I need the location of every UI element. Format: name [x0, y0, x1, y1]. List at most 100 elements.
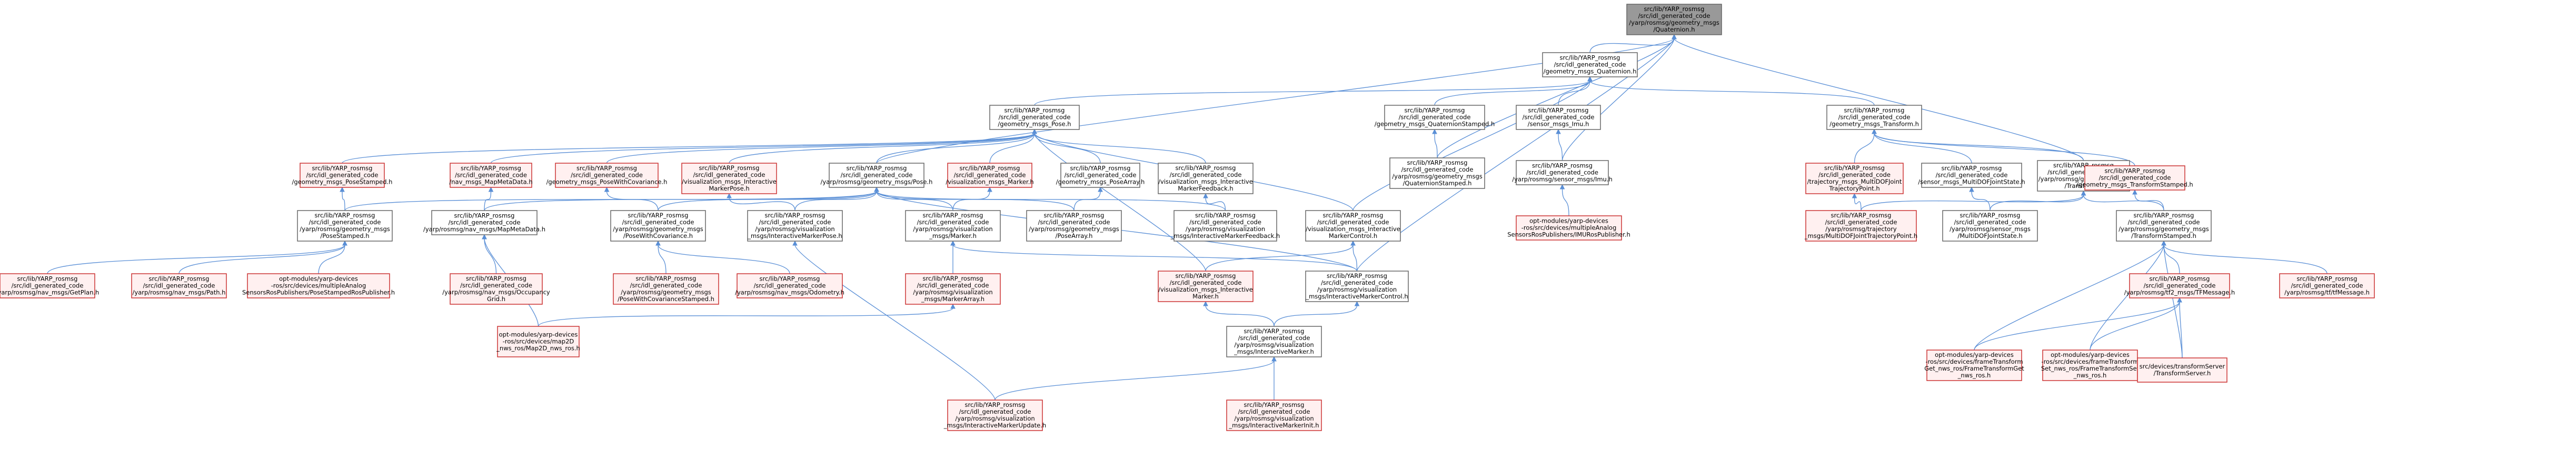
- graph-node-mdof2[interactable]: src/lib/YARP_rosmsg/src/idl_generated_co…: [1942, 210, 2038, 242]
- graph-node-odom[interactable]: src/lib/YARP_rosmsg/src/idl_generated_co…: [735, 273, 844, 298]
- node-box: [555, 163, 659, 188]
- graph-node-quatst2[interactable]: src/lib/YARP_rosmsg/src/idl_generated_co…: [1389, 157, 1485, 189]
- graph-node-posest[interactable]: src/lib/YARP_rosmsg/src/idl_generated_co…: [292, 163, 393, 188]
- node-label-line: /yarp/rosmsg/visualization: [755, 225, 834, 233]
- node-label-line: /geometry_msgs_TransformStamped.h: [2076, 181, 2193, 188]
- graph-node-fsnws[interactable]: opt-modules/yarp-devices-ros/src/devices…: [2041, 350, 2140, 381]
- node-label-line: /src/idl_generated_code: [12, 282, 84, 290]
- edge-posecov2-to-posecovst: [655, 240, 667, 274]
- graph-node-posearr[interactable]: src/lib/YARP_rosmsg/src/idl_generated_co…: [1056, 163, 1145, 188]
- node-label-line: /src/idl_generated_code: [143, 282, 215, 290]
- node-box: [300, 163, 385, 188]
- graph-node-imk2[interactable]: src/lib/YARP_rosmsg/src/idl_generated_co…: [1226, 326, 1322, 357]
- node-box: [2116, 210, 2212, 242]
- graph-node-tfst[interactable]: src/lib/YARP_rosmsg/src/idl_generated_co…: [2076, 165, 2193, 191]
- graph-node-trajpt[interactable]: src/lib/YARP_rosmsg/src/idl_generated_co…: [1805, 163, 1904, 194]
- node-label-line: /src/idl_generated_code: [1170, 171, 1242, 178]
- node-box: [947, 163, 1032, 188]
- node-box: [247, 273, 390, 298]
- node-label-line: /geometry_msgs_PoseStamped.h: [292, 178, 393, 186]
- node-label-line: src/lib/YARP_rosmsg: [2297, 275, 2358, 283]
- graph-node-imfb2[interactable]: src/lib/YARP_rosmsg/src/idl_generated_co…: [1170, 210, 1280, 242]
- node-label-line: /src/idl_generated_code: [959, 408, 1031, 415]
- node-box: [2279, 273, 2375, 298]
- graph-node-marker[interactable]: src/lib/YARP_rosmsg/src/idl_generated_co…: [946, 163, 1034, 188]
- graph-node-imupub[interactable]: opt-modules/yarp-devices-ros/src/devices…: [1507, 215, 1630, 241]
- graph-node-imu[interactable]: src/lib/YARP_rosmsg/src/idl_generated_co…: [1516, 105, 1601, 130]
- graph-node-imupd[interactable]: src/lib/YARP_rosmsg/src/idl_generated_co…: [943, 400, 1046, 431]
- graph-node-fgnws[interactable]: opt-modules/yarp-devices-ros/src/devices…: [1924, 350, 2024, 381]
- graph-node-quat[interactable]: src/lib/YARP_rosmsg/src/idl_generated_co…: [1542, 52, 1638, 77]
- graph-node-posecovst[interactable]: src/lib/YARP_rosmsg/src/idl_generated_co…: [613, 273, 719, 305]
- graph-node-iminit[interactable]: src/lib/YARP_rosmsg/src/idl_generated_co…: [1226, 400, 1322, 431]
- graph-node-tfserver[interactable]: src/devices/transformServer/TransformSer…: [2137, 357, 2227, 383]
- graph-node-posest2[interactable]: src/lib/YARP_rosmsg/src/idl_generated_co…: [297, 210, 393, 242]
- node-box: [737, 273, 843, 298]
- graph-node-imfb[interactable]: src/lib/YARP_rosmsg/src/idl_generated_co…: [1158, 163, 1254, 194]
- graph-node-tfst2[interactable]: src/lib/YARP_rosmsg/src/idl_generated_co…: [2116, 210, 2212, 242]
- node-label-line: opt-modules/yarp-devices: [1935, 351, 2014, 358]
- graph-node-tfmsg1[interactable]: src/lib/YARP_rosmsg/src/idl_generated_co…: [2279, 273, 2375, 298]
- node-label-line: src/lib/YARP_rosmsg: [1244, 401, 1305, 408]
- node-label-line: /src/idl_generated_code: [1399, 114, 1471, 121]
- graph-node-pose2[interactable]: src/lib/YARP_rosmsg/src/idl_generated_co…: [821, 163, 933, 188]
- graph-node-getplan[interactable]: src/lib/YARP_rosmsg/src/idl_generated_co…: [0, 273, 99, 298]
- graph-node-posestpub[interactable]: opt-modules/yarp-devices-ros/src/devices…: [242, 273, 395, 298]
- graph-node-pose[interactable]: src/lib/YARP_rosmsg/src/idl_generated_co…: [989, 105, 1080, 130]
- graph-node-imc[interactable]: src/lib/YARP_rosmsg/src/idl_generated_co…: [1305, 210, 1401, 242]
- edge-root-to-transform2: [1672, 34, 2084, 161]
- node-label-line: src/lib/YARP_rosmsg: [466, 275, 526, 282]
- graph-node-mapmeta2[interactable]: src/lib/YARP_rosmsg/src/idl_generated_co…: [423, 210, 545, 235]
- node-label-line: /visualization_msgs_Marker.h: [946, 178, 1033, 186]
- node-label-line: src/lib/YARP_rosmsg: [17, 275, 78, 283]
- graph-node-map2d[interactable]: opt-modules/yarp-devices-ros/src/devices…: [496, 326, 580, 357]
- node-label-line: /src/idl_generated_code: [999, 114, 1071, 121]
- graph-node-posearr2[interactable]: src/lib/YARP_rosmsg/src/idl_generated_co…: [1026, 210, 1122, 242]
- node-label-line: src/lib/YARP_rosmsg: [1323, 212, 1384, 219]
- graph-node-marker2[interactable]: src/lib/YARP_rosmsg/src/idl_generated_co…: [905, 210, 1001, 242]
- graph-node-imp2[interactable]: src/lib/YARP_rosmsg/src/idl_generated_co…: [747, 210, 843, 242]
- edge-posecov2-to-odom: [655, 240, 790, 274]
- edge-tfmsg-to-fgnws: [1974, 297, 2182, 351]
- node-label-line: /yarp/rosmsg/geometry_msgs: [300, 225, 390, 233]
- edge-imc2-to-imk2: [1274, 301, 1360, 327]
- node-label-line: /yarp/rosmsg/sensor_msgs: [1950, 225, 2031, 233]
- graph-node-navpath[interactable]: src/lib/YARP_rosmsg/src/idl_generated_co…: [131, 273, 227, 298]
- graph-node-quatst[interactable]: src/lib/YARP_rosmsg/src/idl_generated_co…: [1375, 105, 1495, 130]
- node-label-line: /src/idl_generated_code: [1638, 12, 1710, 19]
- node-label-line: _msgs/InteractiveMarker.h: [1234, 348, 1314, 355]
- node-label-line: /yarp/rosmsg/visualization: [955, 415, 1035, 422]
- graph-node-imk[interactable]: src/lib/YARP_rosmsg/src/idl_generated_co…: [1158, 271, 1254, 302]
- node-label-line: /src/idl_generated_code: [1170, 279, 1242, 286]
- graph-node-imp[interactable]: src/lib/YARP_rosmsg/src/idl_generated_co…: [681, 163, 777, 194]
- graph-node-transform[interactable]: src/lib/YARP_rosmsg/src/idl_generated_co…: [1826, 105, 1922, 130]
- graph-node-posecov2[interactable]: src/lib/YARP_rosmsg/src/idl_generated_co…: [610, 210, 706, 242]
- node-label-line: /geometry_msgs_Quaternion.h: [1544, 68, 1637, 75]
- edge-pose-to-posearr: [1032, 128, 1101, 164]
- graph-node-occgrid[interactable]: src/lib/YARP_rosmsg/src/idl_generated_co…: [442, 273, 550, 305]
- node-label-line: /yarp/rosmsg/nav_msgs/Odometry.h: [735, 289, 844, 296]
- graph-node-mapmeta[interactable]: src/lib/YARP_rosmsg/src/idl_generated_co…: [449, 163, 533, 188]
- node-box: [1305, 210, 1401, 242]
- edge-posest2-to-posestpub: [318, 240, 347, 274]
- graph-node-mdof[interactable]: src/lib/YARP_rosmsg/src/idl_generated_co…: [1918, 163, 2025, 188]
- edge-quat-to-transform: [1587, 76, 1875, 106]
- node-label-line: /src/idl_generated_code: [2291, 282, 2363, 290]
- node-box: [297, 210, 393, 242]
- node-label-line: src/lib/YARP_rosmsg: [454, 212, 515, 219]
- graph-node-root[interactable]: src/lib/YARP_rosmsg/src/idl_generated_co…: [1626, 4, 1722, 35]
- edge-pose-to-imfb: [1032, 128, 1206, 164]
- node-label-line: /sensor_msgs_Imu.h: [1528, 121, 1589, 128]
- graph-node-trajpt2[interactable]: src/lib/YARP_rosmsg/src/idl_generated_co…: [1804, 210, 1917, 242]
- graph-node-tfmsg[interactable]: src/lib/YARP_rosmsg/src/idl_generated_co…: [2124, 273, 2235, 298]
- node-box: [1516, 105, 1601, 130]
- graph-node-posecov[interactable]: src/lib/YARP_rosmsg/src/idl_generated_co…: [546, 163, 668, 188]
- edge-tfst2-to-tfmsg1: [2161, 240, 2328, 274]
- node-label-line: /TransformStamped.h: [2131, 232, 2196, 240]
- graph-node-imc2[interactable]: src/lib/YARP_rosmsg/src/idl_generated_co…: [1305, 271, 1409, 302]
- graph-node-markerarr[interactable]: src/lib/YARP_rosmsg/src/idl_generated_co…: [905, 273, 1001, 305]
- node-label-line: /yarp/rosmsg/sensor_msgs/Imu.h: [1512, 176, 1613, 183]
- graph-node-imu2[interactable]: src/lib/YARP_rosmsg/src/idl_generated_co…: [1512, 160, 1613, 185]
- edge-root-to-imc2: [1356, 34, 1677, 272]
- node-box: [1805, 163, 1904, 194]
